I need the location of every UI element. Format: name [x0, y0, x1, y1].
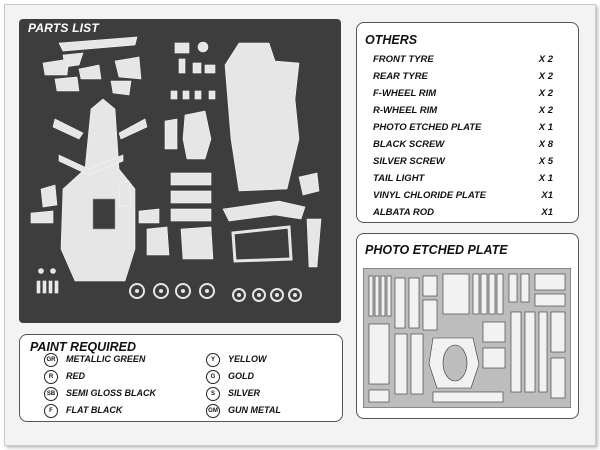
others-row: BLACK SCREW X 8: [373, 139, 553, 153]
others-row: ALBATA ROD X1: [373, 207, 553, 221]
paint-code-badge: S: [206, 387, 220, 401]
parts-list-title: PARTS LIST: [28, 21, 99, 35]
paint-code-badge: G: [206, 370, 220, 384]
paint-name: SILVER: [228, 388, 261, 398]
item-qty: X 2: [538, 88, 553, 99]
others-row: VINYL CHLORIDE PLATE X1: [373, 190, 553, 204]
item-name: R-WHEEL RIM: [373, 105, 438, 116]
item-qty: X 2: [538, 71, 553, 82]
parts-list-panel: PARTS LIST: [19, 19, 341, 323]
paint-name: GUN METAL: [228, 405, 281, 415]
item-name: TAIL LIGHT: [373, 173, 425, 184]
paint-name: YELLOW: [228, 354, 267, 364]
item-qty: X 1: [538, 173, 553, 184]
others-row: PHOTO ETCHED PLATE X 1: [373, 122, 553, 136]
item-qty: X1: [541, 207, 553, 218]
item-name: VINYL CHLORIDE PLATE: [373, 190, 487, 201]
paint-code-badge: Y: [206, 353, 220, 367]
item-qty: X 8: [538, 139, 553, 150]
etched-plate-illustration: [363, 268, 571, 408]
others-row: TAIL LIGHT X 1: [373, 173, 553, 187]
item-qty: X 2: [538, 105, 553, 116]
paint-code-badge: GR: [44, 353, 58, 367]
item-name: FRONT TYRE: [373, 54, 434, 65]
item-qty: X 2: [538, 54, 553, 65]
others-row: REAR TYRE X 2: [373, 71, 553, 85]
paint-code-badge: SB: [44, 387, 58, 401]
item-qty: X1: [541, 190, 553, 201]
others-panel: OTHERS FRONT TYRE X 2 REAR TYRE X 2 F-WHEE…: [356, 22, 579, 223]
paint-required-title: PAINT REQUIRED: [30, 340, 137, 354]
paint-code-badge: R: [44, 370, 58, 384]
others-title: OTHERS: [365, 33, 418, 47]
item-name: REAR TYRE: [373, 71, 428, 82]
item-qty: X 1: [538, 122, 553, 133]
item-name: F-WHEEL RIM: [373, 88, 437, 99]
item-name: BLACK SCREW: [373, 139, 445, 150]
paint-name: SEMI GLOSS BLACK: [66, 388, 157, 398]
others-row: R-WHEEL RIM X 2: [373, 105, 553, 119]
paint-name: GOLD: [228, 371, 254, 381]
item-name: ALBATA ROD: [373, 207, 435, 218]
paint-code-badge: F: [44, 404, 58, 418]
photo-etched-title: PHOTO ETCHED PLATE: [365, 243, 508, 257]
others-row: F-WHEEL RIM X 2: [373, 88, 553, 102]
others-row: SILVER SCREW X 5: [373, 156, 553, 170]
paint-name: METALLIC GREEN: [66, 354, 146, 364]
item-name: SILVER SCREW: [373, 156, 445, 167]
parts-illustration: [30, 36, 322, 302]
item-name: PHOTO ETCHED PLATE: [373, 122, 482, 133]
paint-name: FLAT BLACK: [66, 405, 123, 415]
paint-name: RED: [66, 371, 86, 381]
others-row: FRONT TYRE X 2: [373, 54, 553, 68]
item-qty: X 5: [538, 156, 553, 167]
photo-etched-panel: PHOTO ETCHED PLATE: [356, 233, 579, 419]
paint-code-badge: GM: [206, 404, 220, 418]
